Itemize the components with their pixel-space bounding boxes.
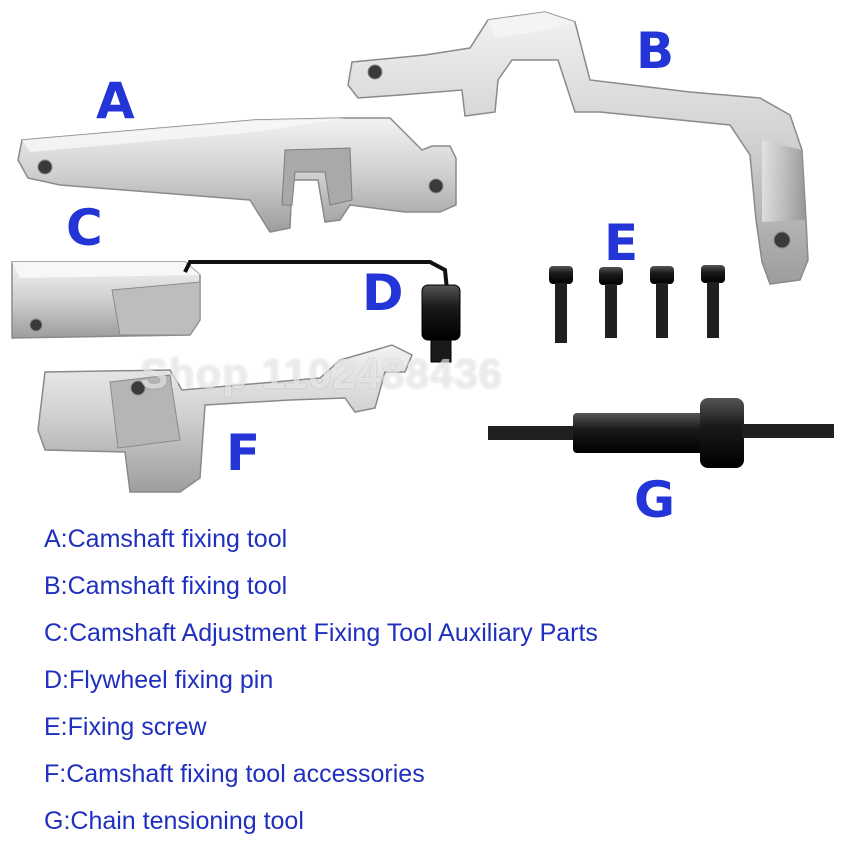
- legend-item-f: F:Camshaft fixing tool accessories: [44, 760, 425, 788]
- shop-watermark: Shop 1102488436: [140, 350, 503, 397]
- legend-item-a: A:Camshaft fixing tool: [44, 525, 288, 553]
- tool-d-flywheel-fixing-pin: [183, 260, 461, 363]
- tool-g-chain-tensioning-tool: [488, 398, 834, 468]
- tool-f-accessories: [37, 344, 413, 493]
- tool-c-auxiliary-parts: [11, 261, 201, 339]
- tool-b-camshaft-fixing-tool: [347, 11, 809, 285]
- label-g: G: [634, 471, 676, 529]
- tool-illustration: [11, 11, 834, 493]
- legend-item-d: D:Flywheel fixing pin: [44, 666, 274, 694]
- label-b: B: [636, 22, 675, 80]
- label-c: C: [66, 199, 103, 257]
- legend-item-e: E:Fixing screw: [44, 713, 207, 741]
- parts-legend: A:Camshaft fixing tool B:Camshaft fixing…: [44, 520, 834, 849]
- tool-a-camshaft-fixing-tool: [17, 117, 457, 233]
- label-a: A: [96, 72, 135, 130]
- legend-item-c: C:Camshaft Adjustment Fixing Tool Auxili…: [44, 619, 598, 647]
- tool-e-fixing-screws: [549, 265, 725, 343]
- legend-item-g: G:Chain tensioning tool: [44, 807, 304, 835]
- legend-item-b: B:Camshaft fixing tool: [44, 572, 288, 600]
- label-e: E: [604, 214, 639, 272]
- product-photo: A B C D E F G Shop 1102488436: [11, 11, 834, 525]
- label-f: F: [226, 424, 261, 482]
- label-d: D: [362, 264, 404, 322]
